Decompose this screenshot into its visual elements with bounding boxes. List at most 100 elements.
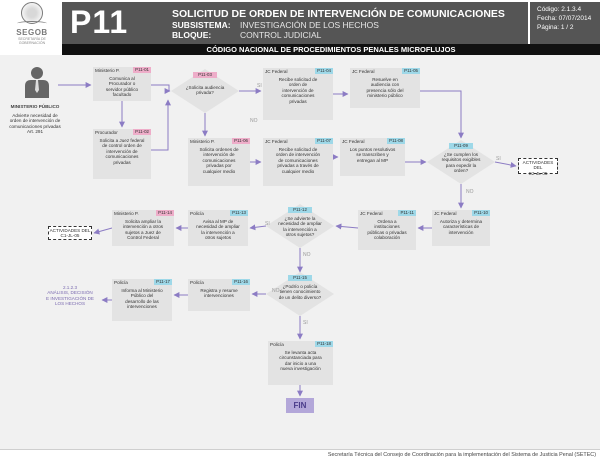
process-id-tag: P11-11 xyxy=(398,210,416,216)
process-role: JC Federal xyxy=(265,69,288,74)
process-text-line: intervención de xyxy=(106,148,138,154)
block-label: BLOQUE: xyxy=(172,30,212,40)
process-text-line: Registra y resume xyxy=(200,288,238,293)
process-role: Ministerio P. xyxy=(95,68,120,73)
banner-text: CÓDIGO NACIONAL DE PROCEDIMIENTOS PENALE… xyxy=(206,45,456,54)
process-text-line: privadas xyxy=(113,159,131,165)
actor-text-line: orden de intervención de xyxy=(9,118,61,124)
actor-text-line: Art. 291 xyxy=(26,129,44,135)
date-info: Fecha: 07/07/2014 xyxy=(537,15,592,22)
connector-line: ACTIVIDADES DEL xyxy=(522,160,554,171)
process-text-line: comunicaciones xyxy=(202,157,236,163)
process-text-line: privadas xyxy=(289,98,307,104)
process-text-line: cualquier medio xyxy=(202,168,236,174)
branch-label-yes: SI xyxy=(265,221,270,227)
process-text-line: audiencia con xyxy=(370,82,400,88)
process-text-line: servidor público xyxy=(105,86,139,92)
decision-text-line: de un delito diverso? xyxy=(278,294,322,300)
section-line: 2.1.2.3 xyxy=(62,285,78,290)
actor-text: Advierte necesidad de orden de intervenc… xyxy=(4,113,66,135)
decision-text-line: orden? xyxy=(453,168,469,174)
decision-text-line: ¿Solicita audiencia xyxy=(185,85,225,90)
process-text-line: orden de intervención xyxy=(275,152,321,158)
process-role: Ministerio P. xyxy=(190,139,215,144)
process-id-tag: P11-08 xyxy=(387,138,405,144)
process-text-line: características de xyxy=(443,224,479,230)
decision-id-tag: P11-03 xyxy=(193,72,217,78)
process-id-tag: P11-05 xyxy=(402,68,420,74)
process-text-line: facultado xyxy=(112,92,132,98)
branch-label-no: NO xyxy=(272,288,280,294)
branch-label-no: NO xyxy=(250,118,258,124)
logo-subtitle: SECRETARÍA DE GOBERNACIÓN xyxy=(18,37,46,45)
branch-label-yes: SI xyxy=(303,320,308,326)
actor-text-line: comunicaciones privadas xyxy=(9,123,61,129)
process-text-line: entregan al MP xyxy=(356,157,389,163)
decision-text-line: ¿Se cumplen los xyxy=(443,152,479,157)
process-text-line: circunstanciada para xyxy=(279,355,322,361)
connector-line: C1-JL-05 xyxy=(60,233,80,239)
footer-divider xyxy=(0,449,600,450)
branch-label-no: NO xyxy=(303,252,311,258)
section-line: LOS HECHOS xyxy=(54,301,86,307)
process-text-line: otros sujetos xyxy=(204,235,232,241)
process-text-line: Autoriza y determina xyxy=(439,219,483,224)
decision-text-line: para expedir la xyxy=(445,162,477,168)
decision-text-line: ¿Podrío o policía xyxy=(282,284,318,289)
process-id-tag: P11-06 xyxy=(232,138,250,144)
subsystem-label: SUBSISTEMA: xyxy=(172,20,231,30)
branch-label-yes: SI xyxy=(496,156,501,162)
process-id-tag: P11-04 xyxy=(315,68,333,74)
process-role: Ministerio P. xyxy=(114,211,139,216)
fin-terminal: FIN xyxy=(286,398,314,413)
process-text-line: Solicita a Juez federal xyxy=(99,138,145,143)
process-text-line: la intervención a xyxy=(201,229,235,235)
code-box xyxy=(62,2,528,44)
process-role: Policía xyxy=(190,211,204,216)
process-text-line: Control Federal xyxy=(127,235,159,241)
process-id-tag: P11-10 xyxy=(472,210,490,216)
process-text-line: Recibe solicitud de xyxy=(278,77,318,82)
process-text-line: intervenciones xyxy=(127,304,157,310)
process-text-line: ministerio público xyxy=(367,93,403,99)
branch-label-no: NO xyxy=(466,189,474,195)
section-line: E INVESTIGACIÓN DE xyxy=(46,295,94,301)
process-text-line: intervención a otros xyxy=(122,224,164,230)
connector-line: ACTIVIDADES DEL xyxy=(49,228,91,233)
process-role: JC Federal xyxy=(265,139,288,144)
actor-text-line: Advierte necesidad de xyxy=(12,113,58,118)
actor-label: MINISTERIO PÚBLICO xyxy=(10,104,60,109)
process-text-line: Comunica al xyxy=(109,76,135,81)
subsystem-value: INVESTIGACIÓN DE LOS HECHOS xyxy=(240,20,379,30)
process-role: Procurador xyxy=(95,130,118,135)
process-text-line: nueva investigación xyxy=(280,366,321,372)
process-text-line: intervención de xyxy=(203,152,235,158)
process-text-line: dar inicio a una xyxy=(284,360,317,366)
seal-cap xyxy=(17,21,47,26)
process-text-line: intervención de xyxy=(282,87,314,93)
page-info: Página: 1 / 2 xyxy=(537,24,574,31)
decision-id-tag: P11-12 xyxy=(288,207,312,213)
decision-text-line: privada? xyxy=(196,90,214,96)
process-role: Policía xyxy=(190,280,204,285)
process-text-line: se transcriben y xyxy=(356,152,389,158)
